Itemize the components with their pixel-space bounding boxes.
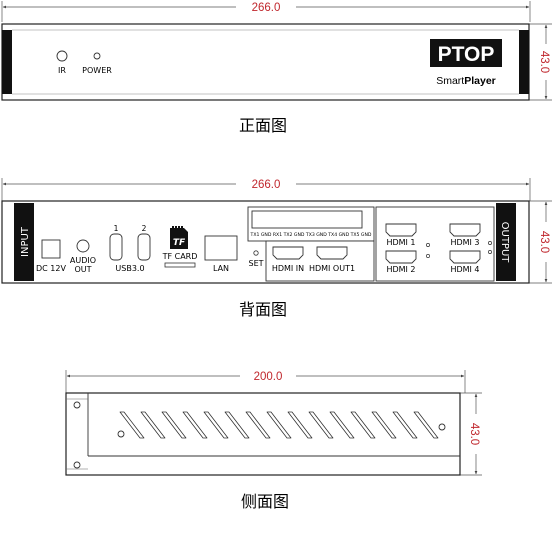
hdmi-output-panel <box>375 206 495 282</box>
back-width-value: 266.0 <box>252 179 281 191</box>
output-bar <box>496 203 516 281</box>
front-left-handle <box>2 30 12 94</box>
vent-slot <box>287 411 313 439</box>
vent-slot <box>266 411 292 439</box>
vent-slot <box>413 411 439 439</box>
vent-slot <box>182 411 208 439</box>
hdmi-in-label: HDMI IN <box>272 264 304 273</box>
brand-prefix: Smart <box>436 75 464 87</box>
ir-label: IR <box>58 66 66 75</box>
vent-slot <box>140 411 166 439</box>
front-width-dimension: 266.0 <box>1 1 531 22</box>
brand-logo: PTOP <box>438 43 495 66</box>
lan-port-icon <box>204 235 238 261</box>
vent-slot <box>371 411 397 439</box>
hdmi-1-port-icon <box>385 223 417 237</box>
front-height-dimension: 43.0 <box>527 23 552 101</box>
tf-card-label: TF CARD <box>162 252 198 261</box>
usb-port-2-icon <box>137 233 151 261</box>
hdmi-1-label: HDMI 1 <box>386 238 415 247</box>
tf-card-icon: TF <box>170 226 188 249</box>
hdmi-4-label: HDMI 4 <box>450 265 479 274</box>
vent-slot <box>161 411 187 439</box>
power-led-icon <box>93 52 101 60</box>
side-height-dimension: 43.0 <box>460 392 482 476</box>
back-view: 266.0 43.0 INPUT OUTPUT DC 12V AUDIO OUT… <box>1 178 552 319</box>
dc-jack-icon <box>41 239 61 259</box>
hdmi-out1-port-icon <box>316 246 348 260</box>
back-width-dimension: 266.0 <box>1 178 531 201</box>
input-bar <box>14 203 34 281</box>
hdmi-3-port-icon <box>449 223 481 237</box>
brand-suffix: Player <box>464 75 496 87</box>
audio-label-1: AUDIO <box>70 256 96 265</box>
set-button-icon <box>253 250 259 256</box>
vent-slot <box>350 411 376 439</box>
hdmi-in-port-icon <box>272 246 304 260</box>
back-view-caption: 背面图 <box>239 300 287 319</box>
ir-receiver-icon <box>56 50 68 62</box>
usb-port-1-icon <box>109 233 123 261</box>
screw-icon <box>73 461 81 469</box>
audio-jack-icon <box>76 239 90 253</box>
hdmi-out1-label: HDMI OUT1 <box>309 264 355 273</box>
hdmi-2-label: HDMI 2 <box>386 265 415 274</box>
lan-label: LAN <box>213 264 229 273</box>
power-label: POWER <box>82 66 112 75</box>
vent-slot <box>329 411 355 439</box>
front-width-value: 266.0 <box>252 2 281 14</box>
hdmi-4-port-icon <box>449 250 481 264</box>
front-view-caption: 正面图 <box>239 116 287 135</box>
side-view: 200.0 43.0 侧面图 <box>65 370 482 511</box>
vent-slot <box>224 411 250 439</box>
terminal-block-icon <box>251 210 363 229</box>
side-height-value: 43.0 <box>468 423 480 445</box>
status-led-icon <box>426 254 430 258</box>
front-right-handle <box>519 30 529 94</box>
audio-label-2: OUT <box>74 265 91 274</box>
hdmi-3-label: HDMI 3 <box>450 238 479 247</box>
side-view-caption: 侧面图 <box>241 492 289 511</box>
status-led-icon <box>488 241 492 245</box>
vent-slots <box>119 411 439 439</box>
back-height-value: 43.0 <box>538 231 550 253</box>
tf-logo: TF <box>173 238 186 248</box>
front-height-value: 43.0 <box>538 51 550 73</box>
front-view: 266.0 43.0 IR POWER PTOP SmartPlayer 正面图 <box>1 1 552 135</box>
usb-port-number-1: 1 <box>114 224 119 233</box>
brand-logo-box <box>430 39 502 67</box>
output-label: OUTPUT <box>499 222 510 264</box>
vent-slot <box>308 411 334 439</box>
input-label: INPUT <box>20 226 31 257</box>
set-label: SET <box>248 259 263 268</box>
screw-icon <box>73 401 81 409</box>
vent-slot <box>392 411 418 439</box>
dc-label: DC 12V <box>36 264 66 273</box>
usb-label: USB3.0 <box>115 264 144 273</box>
usb-port-number-2: 2 <box>142 224 147 233</box>
status-led-icon <box>426 243 430 247</box>
terminal-label: TX1 GND RX1 TX2 GND TX3 GND TX4 GND TX5 … <box>250 232 372 238</box>
tf-card-slot <box>164 262 196 268</box>
screw-icon <box>438 423 446 431</box>
side-width-dimension: 200.0 <box>65 370 466 393</box>
side-width-value: 200.0 <box>254 371 283 383</box>
vent-slot <box>203 411 229 439</box>
screw-icon <box>117 430 125 438</box>
hdmi-2-port-icon <box>385 250 417 264</box>
brand-tagline: SmartPlayer <box>436 75 496 87</box>
vent-slot <box>245 411 271 439</box>
status-led-icon <box>488 250 492 254</box>
vent-slot <box>119 411 145 439</box>
